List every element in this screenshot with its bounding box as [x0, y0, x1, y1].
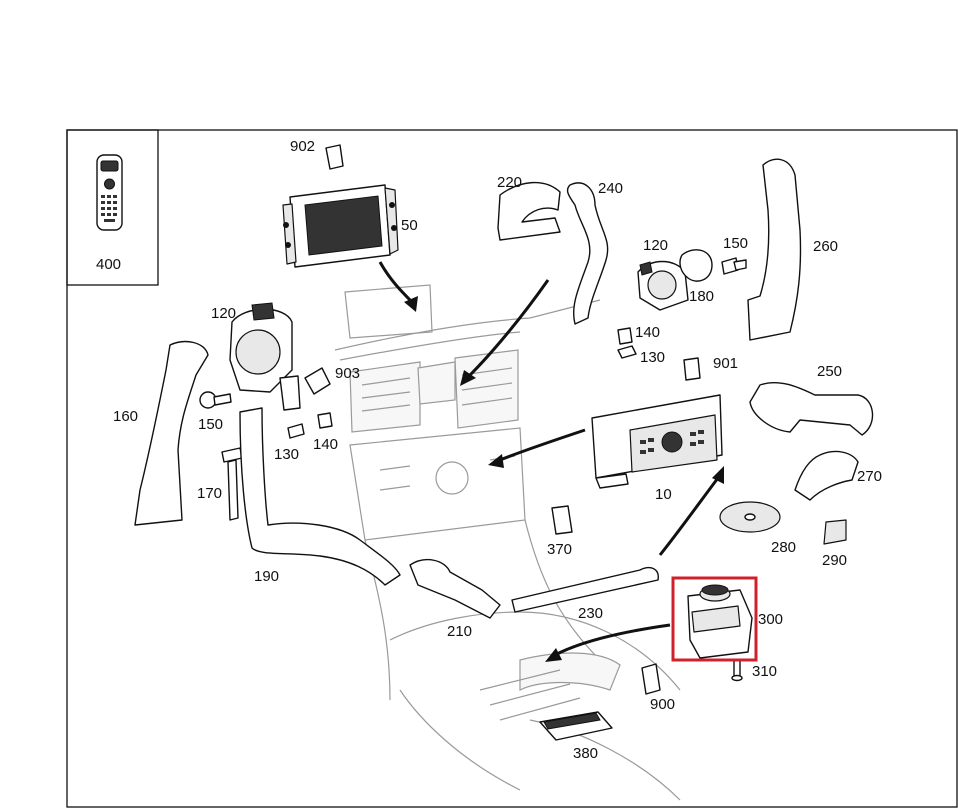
part-300-controller: [687, 584, 753, 659]
label-160: 160: [113, 408, 138, 425]
label-240: 240: [598, 180, 623, 197]
part-220-duct: [497, 181, 561, 241]
label-900: 900: [650, 696, 675, 713]
label-210: 210: [447, 623, 472, 640]
part-250-duct: [749, 381, 874, 436]
label-310: 310: [752, 663, 777, 680]
part-210-duct: [409, 558, 501, 619]
label-290: 290: [822, 552, 847, 569]
label-140-left: 140: [313, 436, 338, 453]
label-903: 903: [335, 365, 360, 382]
part-230-trim: [511, 567, 659, 613]
label-10: 10: [655, 486, 672, 503]
part-903-tag: [304, 367, 331, 395]
part-160-duct: [134, 340, 209, 526]
part-270-elbow: [794, 450, 859, 501]
part-10-head-unit: [591, 394, 723, 489]
part-50-display: [282, 184, 399, 268]
label-400: 400: [96, 256, 121, 273]
label-220: 220: [497, 174, 522, 191]
part-150-screw-left: [199, 391, 232, 409]
label-230: 230: [578, 605, 603, 622]
part-901-tag: [683, 357, 701, 381]
label-260: 260: [813, 238, 838, 255]
label-140-upper: 140: [635, 324, 660, 341]
part-240-hose: [566, 182, 609, 325]
label-250: 250: [817, 363, 842, 380]
part-290-card: [823, 519, 847, 545]
label-190: 190: [254, 568, 279, 585]
inset-box: [66, 129, 159, 286]
part-370-clip: [551, 505, 573, 535]
part-180-gasket: [679, 249, 713, 282]
label-180: 180: [689, 288, 714, 305]
label-150-left: 150: [198, 416, 223, 433]
part-260-duct: [747, 158, 802, 341]
label-280: 280: [771, 539, 796, 556]
part-130-clip-upper: [617, 345, 637, 359]
label-120-left: 120: [211, 305, 236, 322]
part-120-actuator-left: [229, 302, 301, 411]
label-150-upper: 150: [723, 235, 748, 252]
part-400-remote: [96, 154, 123, 231]
part-140-clip-upper: [617, 327, 633, 345]
part-150-screw-upper: [721, 257, 747, 275]
part-900-tag: [641, 663, 661, 695]
highlight-box: [671, 576, 758, 662]
assembly-arrows: [378, 261, 724, 662]
label-270: 270: [857, 468, 882, 485]
part-140-clip-left: [317, 412, 333, 429]
label-120-upper: 120: [643, 237, 668, 254]
part-310-screw: [731, 659, 743, 682]
label-380: 380: [573, 745, 598, 762]
part-170-bolt: [221, 447, 243, 521]
label-902: 902: [290, 138, 315, 155]
part-902-tag: [325, 144, 344, 170]
label-170: 170: [197, 485, 222, 502]
part-280-disc: [719, 501, 781, 533]
label-130-upper: 130: [640, 349, 665, 366]
part-380-tray: [539, 711, 613, 741]
label-370: 370: [547, 541, 572, 558]
part-120-actuator-upper: [637, 260, 689, 311]
label-130-left: 130: [274, 446, 299, 463]
label-50: 50: [401, 217, 418, 234]
part-130-clip-left: [287, 423, 305, 439]
label-300: 300: [758, 611, 783, 628]
part-labels: 400 902 50 220 240 120 150 260 180 120 9…: [96, 138, 882, 762]
diagram-frame: [66, 129, 958, 808]
part-190-hose: [239, 407, 401, 586]
label-901: 901: [713, 355, 738, 372]
cabin-background: [334, 284, 681, 801]
